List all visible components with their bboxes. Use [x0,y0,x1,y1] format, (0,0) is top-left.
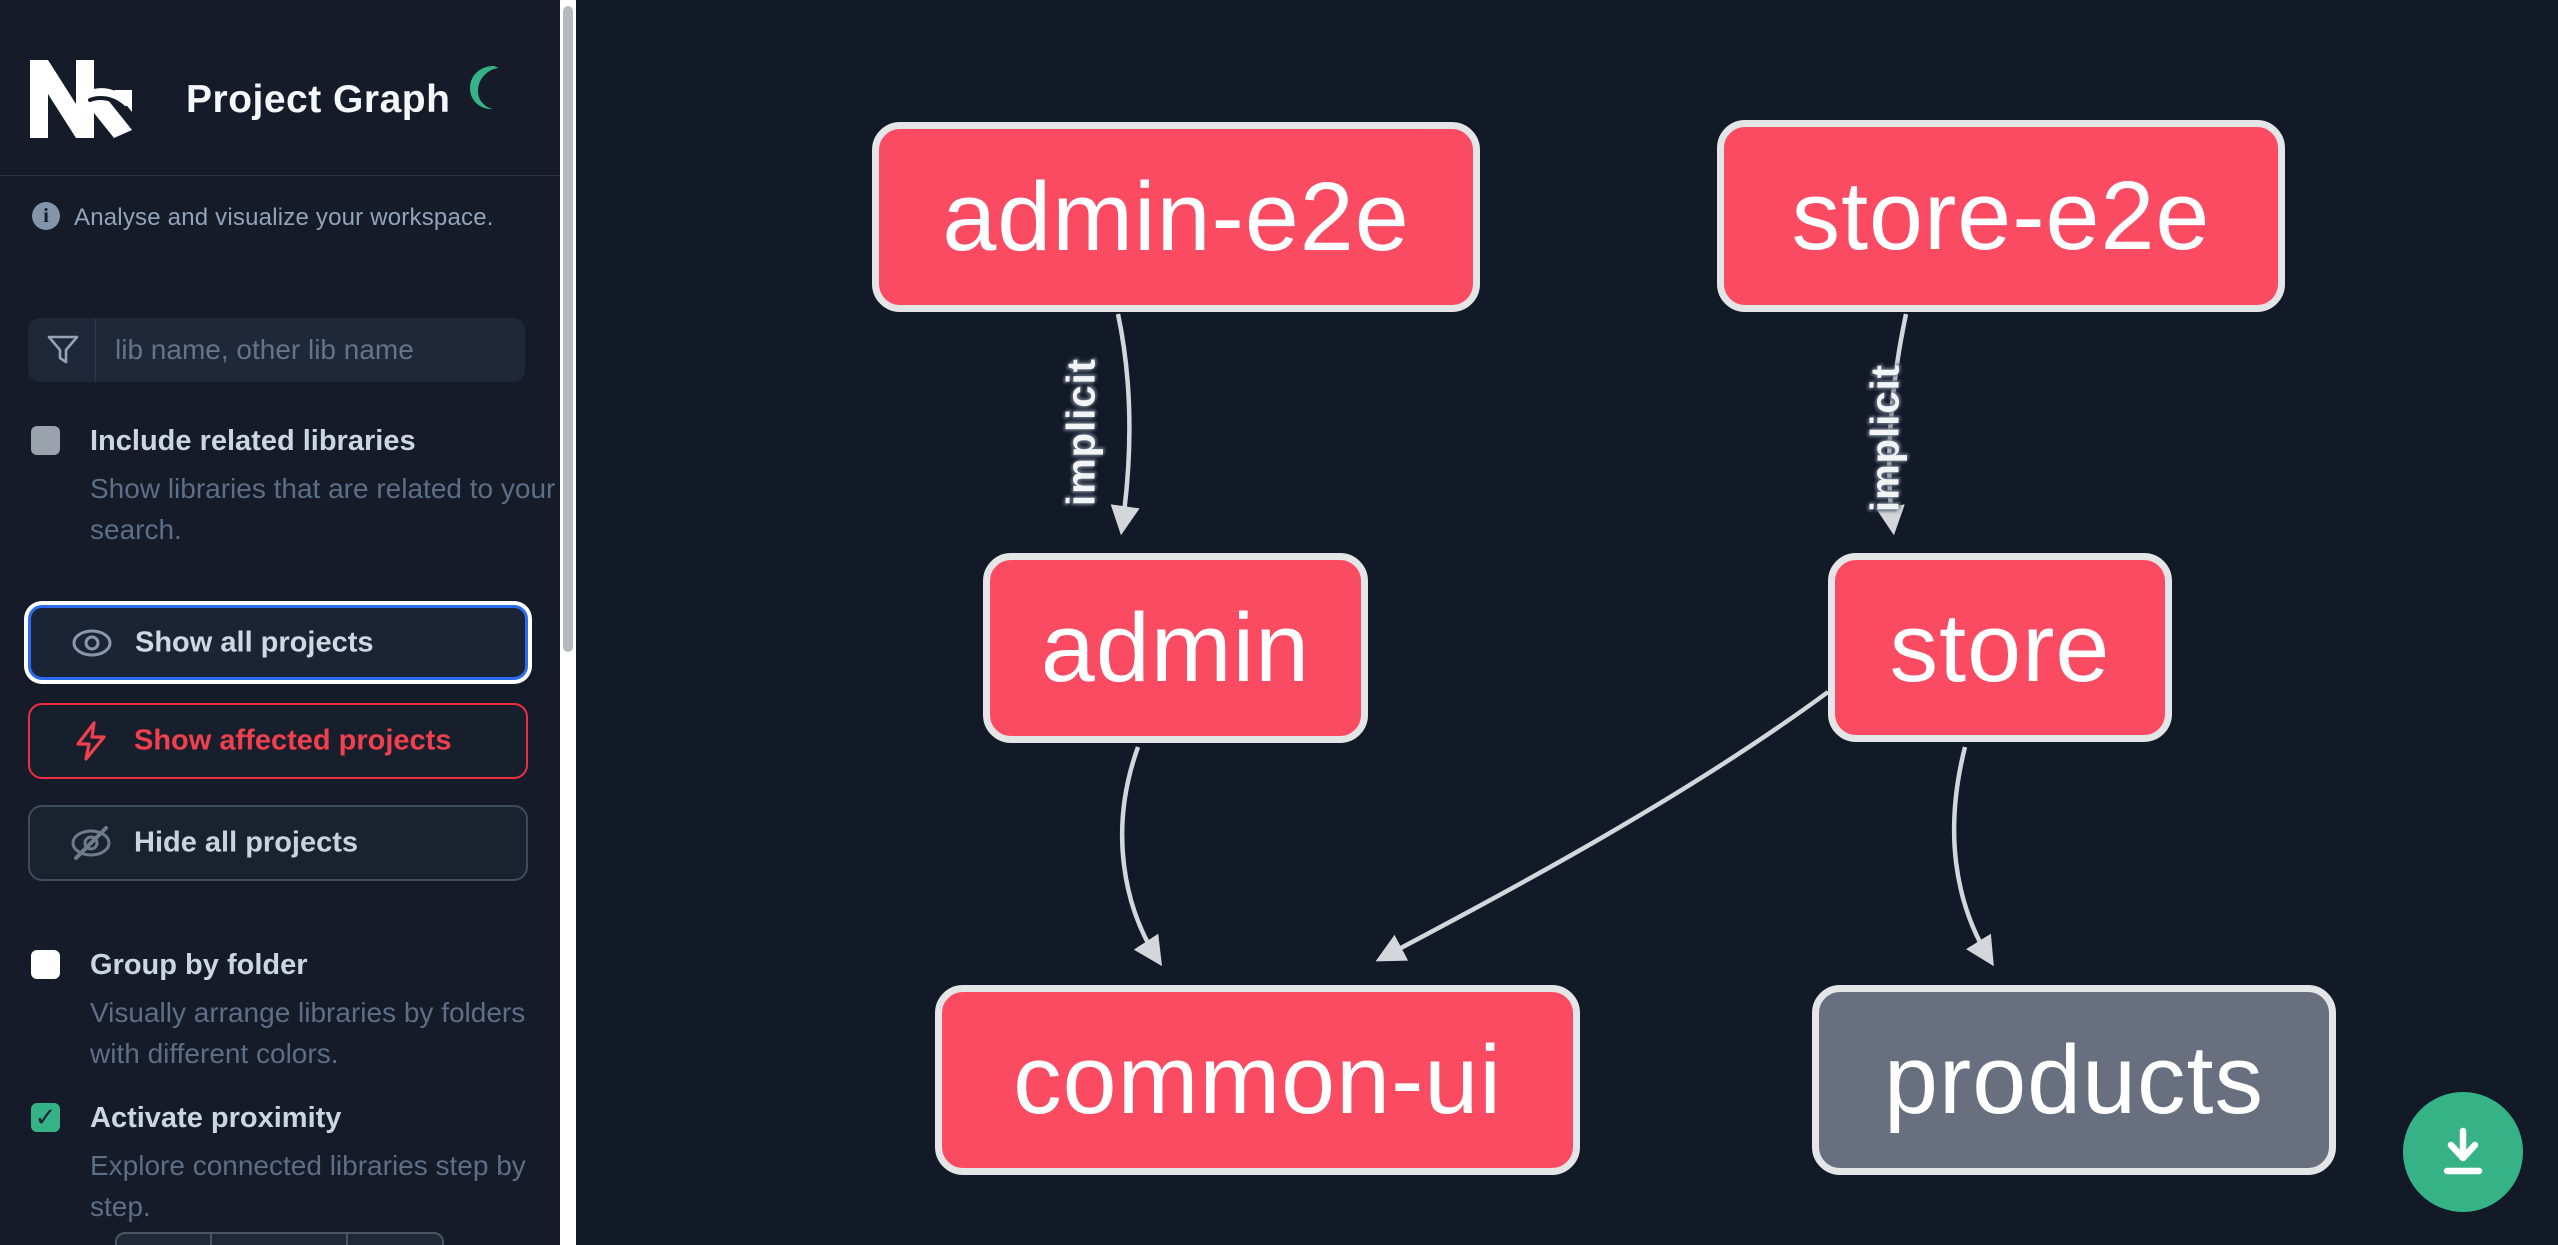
graph-node-admin[interactable]: admin [983,553,1368,743]
graph-node-store[interactable]: store [1828,553,2172,742]
activate-proximity-checkbox[interactable]: ✓ [31,1103,60,1132]
search-box [28,318,525,382]
sidebar: Project Graph i Analyse and visualize yo… [0,0,561,1245]
workspace-info-text: Analyse and visualize your workspace. [74,204,494,231]
proximity-depth-stepper [115,1232,444,1245]
hide-all-projects-button[interactable]: Hide all projects [28,805,528,881]
edge-label-implicit: implicit [1863,363,1908,513]
show-all-projects-label: Show all projects [135,626,374,658]
include-related-row: Include related libraries Show libraries… [31,425,555,556]
proximity-increment-button[interactable] [348,1234,442,1245]
activate-proximity-description: Explore connected libraries step by step… [90,1150,526,1222]
download-image-button[interactable] [2403,1092,2523,1212]
group-by-folder-checkbox[interactable] [31,950,60,979]
graph-node-admin-e2e[interactable]: admin-e2e [872,122,1480,312]
graph-node-common-ui[interactable]: common-ui [935,985,1580,1175]
info-row: i Analyse and visualize your workspace. [32,201,532,231]
search-input[interactable] [97,318,524,382]
show-affected-projects-label: Show affected projects [134,724,452,757]
download-icon [2443,1127,2483,1175]
group-by-folder-description: Visually arrange libraries by folders wi… [90,997,526,1069]
node-label: store-e2e [1791,161,2211,270]
node-label: store [1889,592,2111,702]
activate-proximity-row: ✓ Activate proximity Explore connected l… [31,1103,531,1243]
include-related-checkbox[interactable] [31,426,60,455]
graph-node-products[interactable]: products [1812,985,2336,1175]
group-by-folder-label: Group by folder [90,949,308,981]
proximity-depth-value [212,1234,348,1245]
filter-funnel-icon [28,318,96,382]
node-label: products [1883,1025,2265,1134]
node-label: common-ui [1013,1025,1502,1134]
include-related-description: Show libraries that are related to your … [90,473,556,545]
activate-proximity-label: Activate proximity [90,1102,342,1134]
group-by-folder-row: Group by folder Visually arrange librari… [31,950,531,1090]
show-all-projects-button[interactable]: Show all projects [28,605,528,680]
dark-mode-toggle-moon-icon[interactable] [468,64,512,110]
include-related-label: Include related libraries [90,425,416,457]
info-icon: i [32,202,60,230]
app-title: Project Graph [186,78,451,121]
graph-node-store-e2e[interactable]: store-e2e [1717,120,2285,312]
sidebar-header: Project Graph [0,0,561,176]
proximity-decrement-button[interactable] [117,1234,212,1245]
lightning-bolt-icon [76,721,106,761]
eye-icon [72,629,112,656]
hide-all-projects-label: Hide all projects [134,826,359,859]
show-affected-projects-button[interactable]: Show affected projects [28,703,528,779]
sidebar-scrollbar-thumb[interactable] [563,6,573,652]
sidebar-scrollbar-track[interactable] [560,0,576,1245]
node-label: admin [1040,593,1311,702]
eye-off-icon [71,826,111,860]
node-label: admin-e2e [942,162,1410,271]
nx-logo [30,60,132,138]
edge-label-implicit: implicit [1059,357,1104,507]
